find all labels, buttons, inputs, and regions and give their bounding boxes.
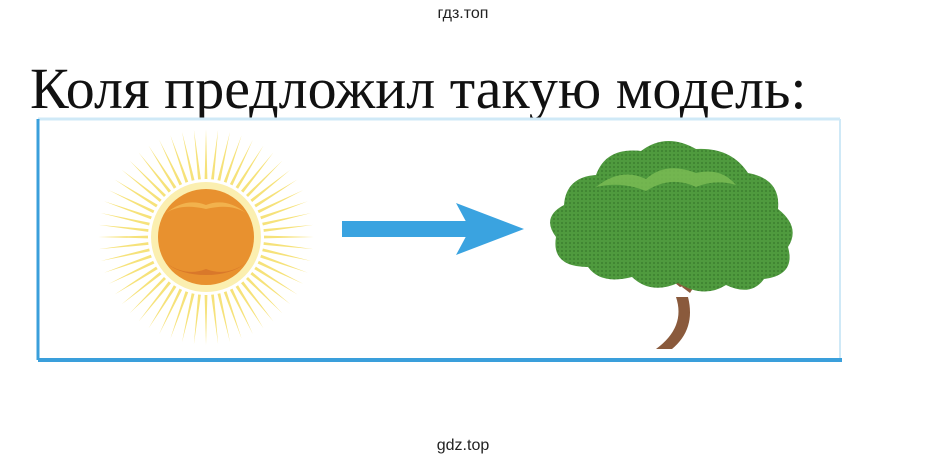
sun-ray [246,277,283,314]
illustration-frame [36,117,842,362]
sun-icon [98,129,314,345]
sun-ray [211,294,219,345]
sun-ray [257,260,304,284]
sun-ray [104,201,152,220]
sun-ray [182,293,195,343]
sun-ray [229,139,253,186]
sun-ray [235,285,264,329]
sun-ray [229,288,253,335]
sun-ray [223,135,242,183]
sun-ray [204,295,208,345]
sun-ray [114,179,158,208]
model-illustration [36,117,842,363]
sun-ray [254,266,298,295]
arrow-right-icon [342,203,524,255]
sun-ray [121,272,162,305]
sun-ray [263,242,314,250]
sun-ray [108,190,155,214]
sun-ray [217,293,230,343]
sun-ray [262,248,312,261]
sun-ray [170,291,189,339]
sun-ray [260,201,308,220]
sun-ray [204,129,208,179]
sun-ray [246,160,283,197]
sun-ray [148,285,177,329]
sun-ray [263,224,314,232]
sun-ray [223,291,242,339]
sun-ray [241,281,274,322]
sun-ray [100,213,150,226]
sun-ray [98,235,148,239]
sun-ray [129,277,166,314]
sun-ray [260,254,308,273]
sun-ray [250,272,291,305]
sun-ray [264,235,314,239]
sun-ray [170,135,189,183]
sun-ray [98,242,149,250]
tree-icon [550,140,793,349]
sun-ray [262,213,312,226]
sun-ray [241,152,274,193]
sun-ray [193,294,201,345]
sun-ray [217,131,230,181]
sun-ray [114,266,158,295]
watermark-bottom: gdz.top [436,437,490,454]
sun-ray [159,288,183,335]
sun-ray [254,179,298,208]
sun-ray [193,129,201,180]
sun-ray [148,145,177,189]
sun-ray [108,260,155,284]
sun-ray [159,139,183,186]
sun-ray [104,254,152,273]
sun-ray [235,145,264,189]
sun-ray [138,281,171,322]
sun-ray [129,160,166,197]
sun-ray [257,190,304,214]
sun-ray [211,129,219,180]
sun-ray [182,131,195,181]
sun-ray [98,224,149,232]
sun-ray [121,169,162,202]
sun-ray [138,152,171,193]
watermark-top: гдз.топ [437,5,489,22]
sun-ray [100,248,150,261]
page-title: Коля предложил такую модель: [30,56,807,121]
sun-ray [250,169,291,202]
